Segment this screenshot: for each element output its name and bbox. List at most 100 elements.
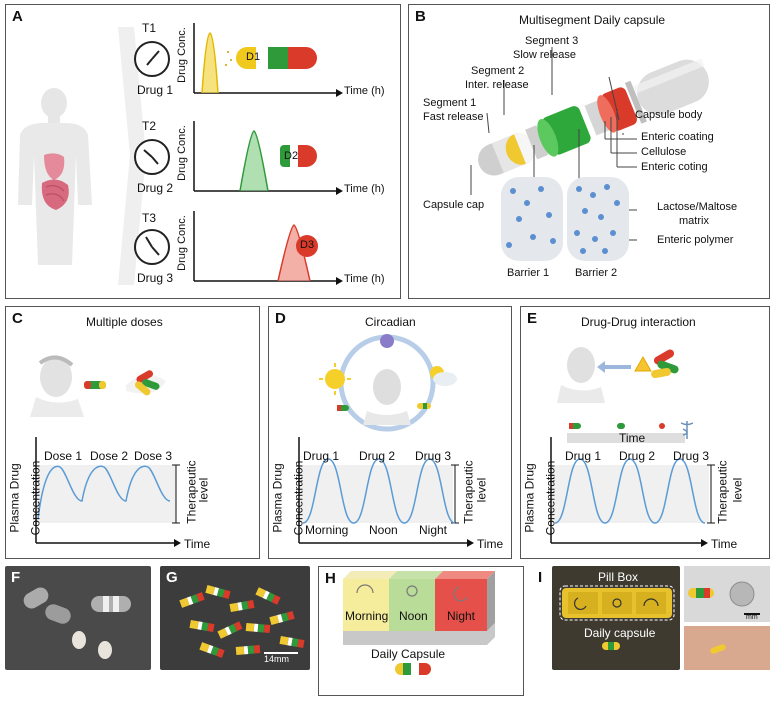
sunrise-icon <box>356 584 374 594</box>
caption: Daily Capsule <box>371 647 446 661</box>
cellulose-label: Cellulose <box>641 146 687 158</box>
drug-label: Drug 3 <box>137 271 174 285</box>
human-body-icon <box>18 88 92 265</box>
polymer-dot <box>598 214 604 220</box>
panel-c-graphic <box>30 355 181 547</box>
capsule-pill <box>245 622 271 634</box>
panel-a-label: A <box>12 8 23 25</box>
panel-f-label: F <box>11 569 21 586</box>
ylabel-line2: Concentration <box>28 460 43 536</box>
panel-d-title: Circadian <box>365 315 416 329</box>
seg1b-label: Fast release <box>423 111 484 123</box>
polymer-dot <box>574 230 580 236</box>
xlabel: Time (h) <box>344 183 385 195</box>
panel-c-label: C <box>12 310 23 327</box>
ylabel-line2: Concentration <box>291 460 306 536</box>
sunrise-icon <box>643 598 659 607</box>
sun-icon <box>612 598 622 608</box>
sun-icon <box>406 585 418 597</box>
time-label: T1 <box>142 21 157 35</box>
panel-c-title: Multiple doses <box>86 315 163 329</box>
noon-label: Noon <box>399 609 428 623</box>
capsule-pill <box>269 611 295 625</box>
time-label: T2 <box>142 119 157 133</box>
ylabel: Drug Conc. <box>175 27 188 83</box>
barrier-dots <box>506 184 620 254</box>
moon-icon <box>574 597 587 610</box>
matrix-label-1: Lactose/Maltose <box>657 201 738 213</box>
polymer-dot <box>590 192 596 198</box>
therapeutic-label-1: Therapeutic <box>715 460 730 524</box>
warning-icon <box>634 355 652 372</box>
capsule-pill <box>235 644 261 656</box>
polymer-dot <box>582 208 588 214</box>
seg3-label: Segment 3 <box>525 35 579 47</box>
plot-drug-3 <box>193 211 343 285</box>
morning-label: Morning <box>345 609 389 623</box>
polymer-dot <box>546 212 552 218</box>
time-of-day-label: Noon <box>369 523 398 537</box>
ylabel-line2: Concentration <box>543 460 558 536</box>
timebar-label: Time <box>619 431 646 445</box>
polymer-dot <box>614 200 620 206</box>
seg1-label: Segment 1 <box>423 97 477 109</box>
panel-a: A T1 Drug 1 T2 Drug 2 T3 <box>5 4 401 299</box>
capsule-label: D3 <box>300 239 315 251</box>
ylabel: Drug Conc. <box>175 215 188 271</box>
xlabel: Time <box>184 537 211 551</box>
ylabel-line1: Plasma Drug <box>270 463 285 533</box>
panel-d-label: D <box>275 310 286 327</box>
caption: Daily capsule <box>584 626 656 640</box>
panel-c: C Multiple doses Dose 1 Dose 2 Dose 3 Pl… <box>5 306 260 559</box>
enteric-coting-label: Enteric coting <box>641 161 708 173</box>
photo-capsules-empty <box>5 566 151 670</box>
ylabel-line1: Plasma Drug <box>7 463 22 533</box>
panel-b-label: B <box>415 8 426 25</box>
drug-label: Drug 1 <box>137 83 174 97</box>
xlabel: Time <box>711 537 738 551</box>
xlabel: Time (h) <box>344 85 385 97</box>
panel-h-label: H <box>325 570 336 587</box>
capsule-pill <box>179 592 205 608</box>
pillbox-label: Pill Box <box>598 570 639 584</box>
panel-e-title: Drug-Drug interaction <box>581 315 696 329</box>
polymer-dot <box>580 248 586 254</box>
drug-label: Drug 1 <box>303 449 340 463</box>
pills-pile-icon <box>134 370 160 396</box>
plot-drug-1 <box>193 23 343 97</box>
drug-label: Drug 3 <box>415 449 452 463</box>
capsule-label: D1 <box>246 51 261 63</box>
enteric-polymer-label: Enteric polymer <box>657 234 734 246</box>
capsule-cap-label: Capsule cap <box>423 199 485 211</box>
panel-f: F <box>5 566 151 696</box>
barrier2-label: Barrier 2 <box>575 267 618 279</box>
capsule-pill <box>189 619 215 633</box>
panel-e: E Drug-Drug interaction Time Drug 1 Drug… <box>520 306 770 559</box>
polymer-dot <box>550 238 556 244</box>
time-label: T3 <box>142 211 157 225</box>
polymer-dot <box>592 236 598 242</box>
seg2-label: Segment 2 <box>471 65 525 77</box>
panel-i-label: I <box>538 569 543 586</box>
moon-icon <box>453 586 468 602</box>
moon-icon <box>380 334 394 348</box>
panel-d-graphic <box>298 334 474 547</box>
seg3b-label: Slow release <box>513 49 576 61</box>
dose-label: Dose 3 <box>134 449 173 463</box>
capsule-pill <box>229 599 255 613</box>
clock-icon <box>134 229 170 265</box>
drug-label: Drug 2 <box>619 449 656 463</box>
polymer-dot <box>510 188 516 194</box>
plot-drug-2 <box>193 121 343 195</box>
panel-d: D Circadian Drug 1 Drug 2 Drug 3 <box>268 306 512 559</box>
panel-b: B Multisegment Daily capsule <box>408 4 770 299</box>
drug-label: Drug 2 <box>137 181 174 195</box>
enteric-coating-label: Enteric coating <box>641 131 714 143</box>
seg2b-label: Inter. release <box>465 79 529 91</box>
photo-g-content <box>179 585 305 658</box>
capsule-label: D2 <box>284 150 299 162</box>
time-of-day-label: Night <box>419 523 448 537</box>
capsule-body-label: Capsule body <box>635 109 703 121</box>
panel-h: H Morning Noon Night Daily Capsule <box>318 566 524 696</box>
polymer-dot <box>610 230 616 236</box>
